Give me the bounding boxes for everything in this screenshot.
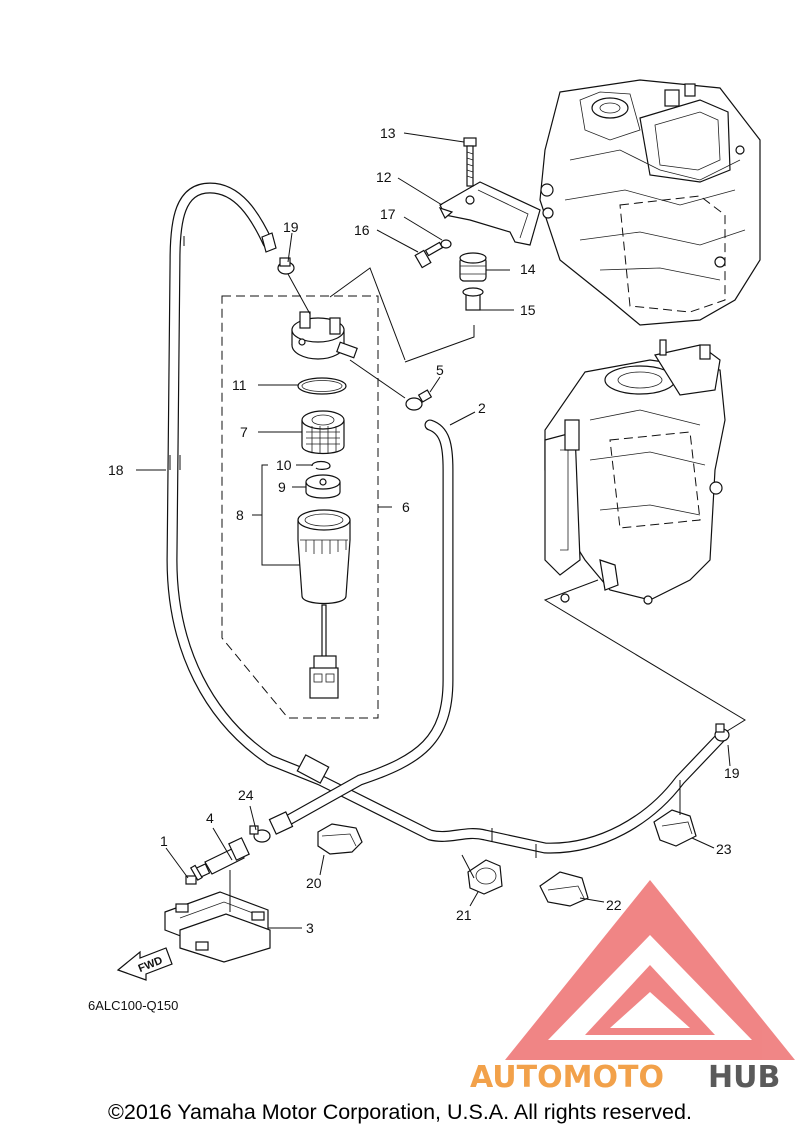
route-line-lower <box>543 579 746 734</box>
callout-24: 24 <box>238 787 254 803</box>
callout-17: 17 <box>380 206 396 222</box>
filter-assembly-6-box <box>221 295 379 719</box>
callout-5: 5 <box>436 362 444 378</box>
part-callouts: 13 12 17 16 19 14 15 5 2 11 7 10 9 8 6 1… <box>108 125 740 936</box>
float-9 <box>305 474 341 499</box>
callout-10: 10 <box>276 457 292 473</box>
callout-6: 6 <box>402 499 410 515</box>
callout-1: 1 <box>160 833 168 849</box>
bracket-12 <box>438 181 541 246</box>
hose-clamp-19-lower <box>714 723 730 742</box>
callout-3: 3 <box>306 920 314 936</box>
engine-upper-assembly <box>539 79 761 326</box>
clip-24 <box>249 825 271 843</box>
callout-19-upper: 19 <box>283 219 299 235</box>
callout-16: 16 <box>354 222 370 238</box>
hose-clamp-5 <box>405 389 433 411</box>
filter-head <box>291 311 358 360</box>
cover-3 <box>164 891 271 963</box>
copyright-notice: ©2016 Yamaha Motor Corporation, U.S.A. A… <box>108 1100 692 1124</box>
callout-13: 13 <box>380 125 396 141</box>
fuel-hose-18 <box>166 182 726 858</box>
brand-text-hub: HUB <box>708 1060 780 1095</box>
hose-holder-20 <box>317 823 363 855</box>
callout-19-lower: 19 <box>724 765 740 781</box>
bolt-16 <box>414 241 444 269</box>
grommet-14 <box>459 252 487 282</box>
watermark-logo <box>505 880 795 1060</box>
route-line-top <box>404 325 475 363</box>
callout-23: 23 <box>716 841 732 857</box>
bolt-1 <box>185 864 203 885</box>
callout-8: 8 <box>236 507 244 523</box>
callout-15: 15 <box>520 302 536 318</box>
bolt-13 <box>463 137 477 187</box>
callout-14: 14 <box>520 261 536 277</box>
vapor-separator-assembly <box>544 339 726 605</box>
filter-cup-8 <box>297 509 351 699</box>
callout-7: 7 <box>240 424 248 440</box>
callout-21: 21 <box>456 907 472 923</box>
hose-holder-22 <box>539 871 589 907</box>
callout-12: 12 <box>376 169 392 185</box>
callout-20: 20 <box>306 875 322 891</box>
watermark-wordmark: AUTOMOTO HUB <box>470 1060 780 1095</box>
filter-element-7 <box>301 410 345 455</box>
fuel-joint-4 <box>193 837 250 879</box>
callout-22: 22 <box>606 897 622 913</box>
hose-clamp-19-upper <box>277 257 295 275</box>
brand-text-automoto: AUTOMOTO <box>470 1060 664 1095</box>
leader-lines <box>136 132 731 929</box>
collar-15 <box>462 287 484 311</box>
diagram-code: 6ALC100-Q150 <box>88 998 178 1013</box>
callout-18: 18 <box>108 462 124 478</box>
callout-9: 9 <box>278 479 286 495</box>
circlip-10 <box>311 460 331 470</box>
callout-11: 11 <box>232 377 247 393</box>
hose-holder-21 <box>467 859 503 895</box>
callout-4: 4 <box>206 810 214 826</box>
forward-direction-arrow: FWD <box>116 947 173 981</box>
hose-holder-23 <box>653 809 697 847</box>
fuel-hose-2 <box>279 419 454 828</box>
callout-2: 2 <box>478 400 486 416</box>
